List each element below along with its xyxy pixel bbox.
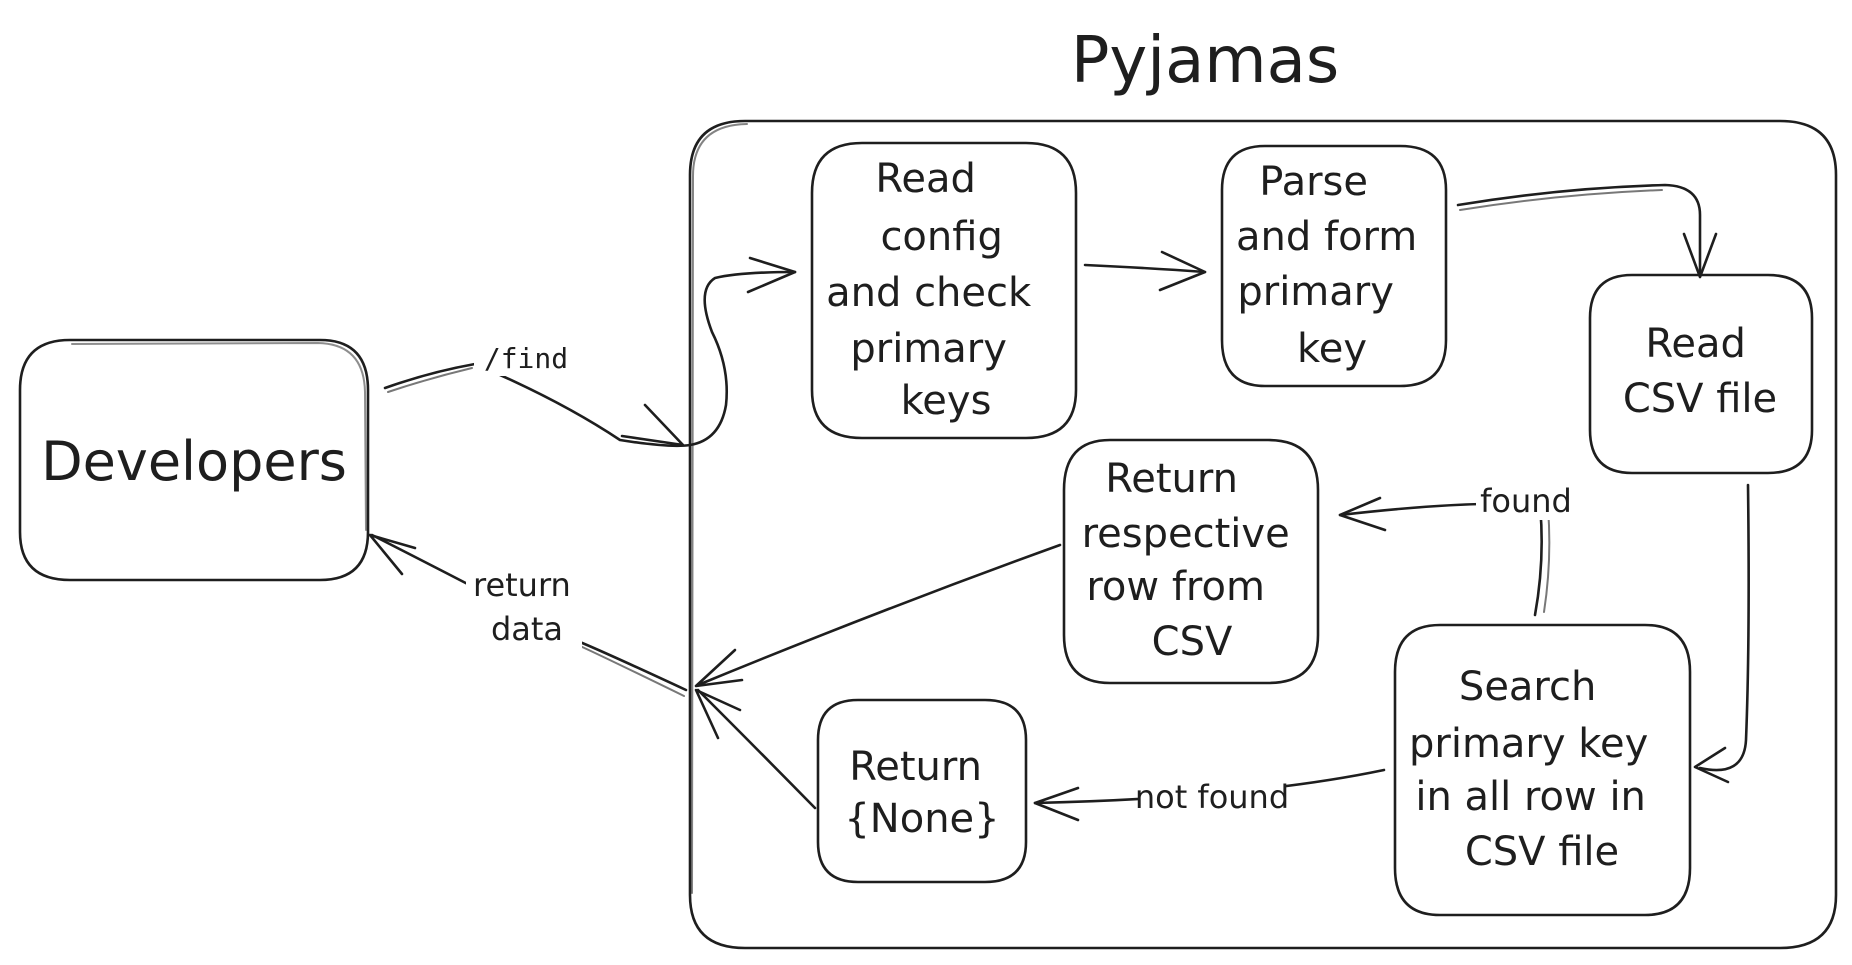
read-config-node: Read config and check primary keys [810, 141, 1078, 440]
search-key-line: CSV file [1465, 829, 1619, 875]
read-config-line: config [880, 214, 1002, 260]
search-key-line: in all row in [1415, 774, 1646, 820]
find-arrow: /find [383, 256, 797, 448]
return-none-node: Return {None} [816, 698, 1028, 884]
return-data-arrow: return data [368, 533, 688, 697]
return-none-line: {None} [844, 796, 999, 842]
return-row-out-arrow [694, 543, 1062, 688]
read-config-line: keys [901, 378, 992, 424]
read-csv-line: CSV file [1623, 376, 1777, 422]
parse-key-line: and form [1236, 214, 1417, 260]
parse-key-line: key [1297, 326, 1367, 372]
read-csv-label: Read CSV file [1623, 321, 1777, 422]
not-found-label: not found [1135, 778, 1289, 816]
search-key-line: primary key [1409, 721, 1648, 767]
pyjamas-container [688, 119, 1838, 950]
parse-to-readcsv-arrow [1456, 183, 1718, 279]
parse-key-label: Parse and form primary key [1236, 159, 1430, 372]
read-csv-node: Read CSV file [1588, 273, 1814, 475]
search-key-node: Search primary key in all row in CSV fil… [1393, 623, 1692, 917]
return-data-label: return data [473, 566, 581, 648]
readcsv-to-search-arrow [1693, 483, 1750, 784]
return-row-node: Return respective row from CSV [1062, 438, 1320, 685]
read-config-line: Read [875, 156, 976, 202]
return-row-line: row from [1086, 564, 1265, 610]
diagram-title: Pyjamas [1071, 24, 1339, 98]
return-none-out-arrow [694, 688, 817, 810]
search-key-line: Search [1459, 664, 1596, 710]
return-row-line: respective [1082, 511, 1290, 557]
return-row-label: Return respective row from CSV [1082, 456, 1303, 665]
developers-node: Developers [18, 338, 370, 582]
found-label: found [1480, 482, 1572, 520]
parse-key-node: Parse and form primary key [1220, 144, 1448, 388]
return-row-line: CSV [1152, 619, 1233, 665]
return-none-line: Return [849, 744, 982, 790]
found-arrow: found [1338, 482, 1580, 617]
config-to-parse-arrow [1083, 250, 1207, 292]
read-csv-line: Read [1645, 321, 1746, 367]
not-found-arrow: not found [1033, 768, 1386, 822]
parse-key-line: Parse [1259, 159, 1368, 205]
parse-key-line: primary [1237, 269, 1394, 315]
read-config-line: primary [850, 326, 1007, 372]
return-none-label: Return {None} [844, 744, 999, 842]
return-data-line: return [473, 566, 571, 604]
read-config-line: and check [826, 270, 1032, 316]
find-label: /find [484, 342, 568, 375]
developers-label: Developers [41, 430, 347, 493]
search-key-label: Search primary key in all row in CSV fil… [1409, 664, 1661, 875]
read-config-label: Read config and check primary keys [826, 156, 1044, 424]
return-data-line: data [491, 610, 563, 648]
return-row-line: Return [1105, 456, 1238, 502]
